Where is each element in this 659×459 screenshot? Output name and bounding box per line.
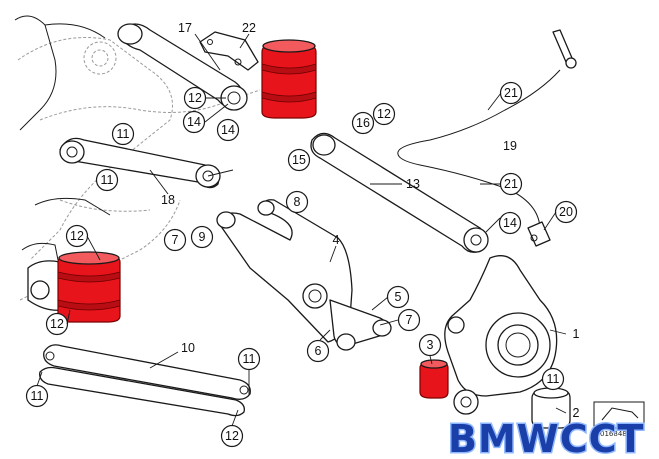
callout-6: 6 (306, 339, 330, 363)
label-22: 22 (242, 21, 256, 35)
callout-21: 21 (499, 81, 523, 105)
svg-text:21: 21 (504, 177, 518, 191)
callout-12: 12 (372, 102, 396, 126)
svg-text:3: 3 (427, 338, 434, 352)
svg-text:12: 12 (50, 317, 64, 331)
svg-text:12: 12 (225, 429, 239, 443)
label-13: 13 (406, 177, 420, 191)
svg-text:11: 11 (31, 389, 44, 403)
callout-7: 7 (163, 228, 187, 252)
svg-text:7: 7 (406, 313, 413, 327)
small-rubber-bushing-highlight (419, 359, 449, 399)
label-19: 19 (503, 139, 517, 153)
callout-3: 3 (418, 333, 442, 357)
svg-text:11: 11 (117, 127, 130, 141)
upper-arm-rubber-bushing-highlight (261, 39, 317, 119)
svg-text:14: 14 (187, 115, 201, 129)
part-number-text: 0168484 (600, 430, 632, 438)
svg-text:7: 7 (172, 233, 179, 247)
svg-text:21: 21 (504, 86, 518, 100)
callout-9: 9 (190, 225, 214, 249)
label-4: 4 (333, 233, 340, 247)
svg-text:8: 8 (294, 195, 301, 209)
control-arm-13 (310, 132, 489, 253)
callout-15: 15 (287, 148, 311, 172)
callout-11: 11 (237, 347, 261, 371)
callout-8: 8 (285, 190, 309, 214)
callout-11: 11 (95, 168, 119, 192)
trailing-link-18 (59, 137, 221, 189)
svg-text:16: 16 (356, 116, 370, 130)
callout-5: 5 (386, 285, 410, 309)
callout-14: 14 (182, 110, 206, 134)
svg-text:14: 14 (221, 123, 235, 137)
svg-text:20: 20 (559, 205, 573, 219)
callout-12: 12 (65, 224, 89, 248)
callout-7: 7 (397, 308, 421, 332)
label-1: 1 (573, 327, 580, 341)
svg-text:11: 11 (243, 352, 256, 366)
svg-text:11: 11 (547, 372, 560, 386)
tie-rod-10 (39, 344, 251, 417)
svg-text:9: 9 (199, 230, 206, 244)
callout-12: 12 (220, 424, 244, 448)
callout-14: 14 (216, 118, 240, 142)
callout-12: 12 (45, 312, 69, 336)
label-18: 18 (161, 193, 175, 207)
svg-text:11: 11 (101, 173, 114, 187)
wheel-carrier-1 (444, 255, 558, 415)
label-17: 17 (178, 21, 192, 35)
upper-control-arm (117, 23, 248, 111)
svg-text:15: 15 (292, 153, 306, 167)
svg-text:5: 5 (395, 290, 402, 304)
callout-16: 16 (351, 111, 375, 135)
callout-21: 21 (499, 172, 523, 196)
ride-height-sensor-cable (397, 29, 577, 247)
svg-text:12: 12 (377, 107, 391, 121)
callout-11: 11 (111, 122, 135, 146)
svg-text:14: 14 (503, 216, 517, 230)
svg-text:BMWCCT: BMWCCT (448, 417, 644, 459)
callout-20: 20 (554, 200, 578, 224)
callout-11: 11 (541, 367, 565, 391)
callout-11: 11 (25, 384, 49, 408)
svg-text:6: 6 (315, 344, 322, 358)
leader-lines (36, 33, 567, 427)
label-2: 2 (573, 406, 580, 420)
svg-text:12: 12 (70, 229, 84, 243)
left-rubber-bushing-highlight (27, 251, 121, 323)
callout-14: 14 (498, 211, 522, 235)
svg-text:12: 12 (188, 91, 202, 105)
bracket-part-22 (199, 31, 259, 71)
wishbone-4 (216, 199, 392, 351)
callout-12: 12 (183, 86, 207, 110)
label-10: 10 (181, 341, 195, 355)
part-number-stamp: 0168484 (593, 401, 645, 438)
bmwcct-watermark-logo: BMWCCT (447, 416, 645, 459)
